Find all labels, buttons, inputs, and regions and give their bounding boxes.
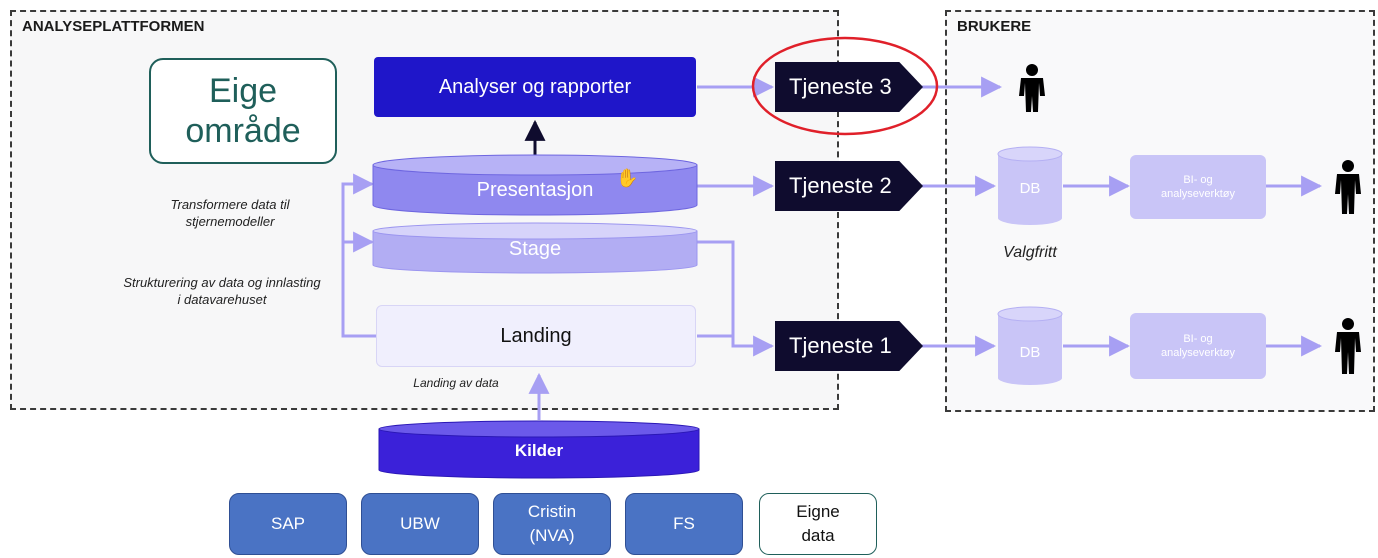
hand-cursor-icon: ✋ [616,168,639,188]
presentasjon-label: Presentasjon [476,178,594,201]
source-eigne-data: Eigne data [759,493,877,555]
db-cylinder-top [997,146,1063,225]
source-cristin: Cristin (NVA) [493,493,611,555]
analyser-og-rapporter-box: Analyser og rapporter [374,57,696,117]
note-structure: Strukturering av data og innlasting i da… [123,275,321,307]
kilder-cylinder [378,420,700,479]
note-transform: Transformere data til stjernemodeller [170,197,290,229]
db-cylinder-bottom [997,306,1063,385]
source-sap: SAP [229,493,347,555]
own-area-text: Eige område [185,72,301,150]
stage-label: Stage [508,237,562,260]
kilder-label: Kilder [514,441,564,460]
presentasjon-cylinder [372,154,698,216]
db-label-bottom: DB [1019,343,1041,361]
highlight-circle [751,36,939,136]
user-icon-bottom [1335,318,1361,374]
tjeneste-3: Tjeneste 3 [775,62,923,112]
tjeneste-1: Tjeneste 1 [775,321,923,371]
user-icon-top [1019,64,1045,112]
landing-box: Landing [376,305,696,367]
source-ubw: UBW [361,493,479,555]
bi-tool-box-bottom: BI- og analyseverktøy [1130,313,1266,379]
db-label-top: DB [1019,179,1041,197]
stage-cylinder [372,222,698,274]
valgfritt-label: Valgfritt [1003,244,1057,261]
tjeneste-2: Tjeneste 2 [775,161,923,211]
analyser-label: Analyser og rapporter [438,75,632,98]
source-fs: FS [625,493,743,555]
note-landing: Landing av data [413,376,499,390]
own-area-label: Eige område [149,58,337,164]
landing-label: Landing [500,324,572,347]
user-icon-middle [1335,160,1361,214]
bi-tool-box-top: BI- og analyseverktøy [1130,155,1266,219]
region-title-analyseplattformen: ANALYSEPLATTFORMEN [22,18,205,35]
region-title-brukere: BRUKERE [957,18,1032,35]
